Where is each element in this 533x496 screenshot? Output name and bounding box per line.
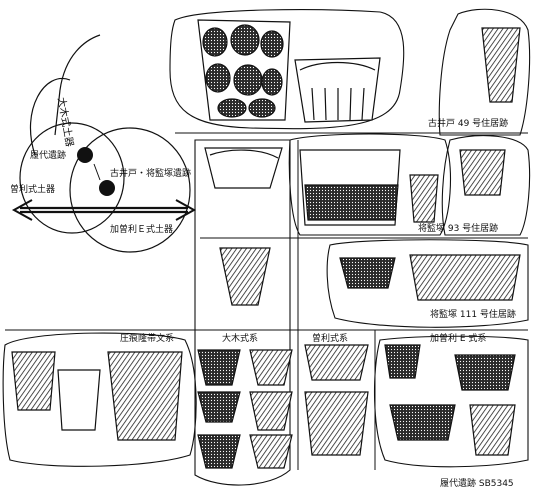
atsukon-heading: 圧痕隆帯文系 xyxy=(120,332,174,344)
soritsu-label: 曽利式土器 xyxy=(10,183,55,195)
vessel-24 xyxy=(390,405,455,440)
oval-h xyxy=(249,99,275,117)
vessel-20 xyxy=(305,345,368,380)
oval-c xyxy=(261,31,283,57)
reidai-sb-caption: 履代遺跡 SB5345 xyxy=(440,477,514,489)
reidai-dot xyxy=(77,147,93,163)
oval-a xyxy=(203,28,227,56)
vessel-17 xyxy=(250,392,292,430)
center-column-outline xyxy=(195,140,290,485)
vessels xyxy=(12,20,520,468)
vessel-21 xyxy=(305,392,368,455)
schematic-diagram xyxy=(14,35,194,252)
vessel-7 xyxy=(460,150,505,195)
vessel-3 xyxy=(482,28,520,102)
vessel-5-band xyxy=(305,185,398,220)
ootaki-label: 大木式土器 xyxy=(55,96,76,147)
reidai-label: 履代遺跡 xyxy=(30,149,66,161)
furuido49-caption: 古井戸 49 号住居跡 xyxy=(428,117,508,129)
vessel-25 xyxy=(470,405,515,455)
kasori-heading: 加曽利 E 式系 xyxy=(430,332,486,344)
vessel-13 xyxy=(108,352,182,440)
kasori-label: 加曽利Ｅ式土器 xyxy=(110,223,173,235)
vessel-10 xyxy=(410,255,520,300)
vessel-16 xyxy=(198,392,240,422)
vessel-14 xyxy=(198,350,240,385)
vessel-6 xyxy=(410,175,438,222)
ootaki-arc xyxy=(60,35,100,90)
furuido-shogen-label: 古井戸・将監塚遺跡 xyxy=(110,167,191,179)
soritsu-heading: 曽利式系 xyxy=(312,332,348,344)
arrow-head-right-icon xyxy=(176,200,194,220)
ootaki-heading: 大木式系 xyxy=(222,332,258,344)
shogen93-caption: 将監塚 93 号住居跡 xyxy=(418,222,498,234)
vessel-22 xyxy=(385,345,420,378)
vessel-11 xyxy=(12,352,55,410)
dot-connector xyxy=(94,164,100,180)
oval-d xyxy=(206,64,230,92)
shogen111-caption: 将監塚 111 号住居跡 xyxy=(430,308,516,320)
vessel-23 xyxy=(455,355,515,390)
oval-b xyxy=(231,25,259,55)
vessel-8 xyxy=(220,248,270,305)
oval-f xyxy=(262,69,282,95)
furuido-dot xyxy=(99,180,115,196)
vessel-19 xyxy=(250,435,292,468)
oval-g xyxy=(218,99,246,117)
vessel-9 xyxy=(340,258,395,288)
oval-e xyxy=(234,65,262,95)
vessel-12 xyxy=(58,370,100,430)
vessel-15 xyxy=(250,350,292,385)
vessel-18 xyxy=(198,435,240,468)
